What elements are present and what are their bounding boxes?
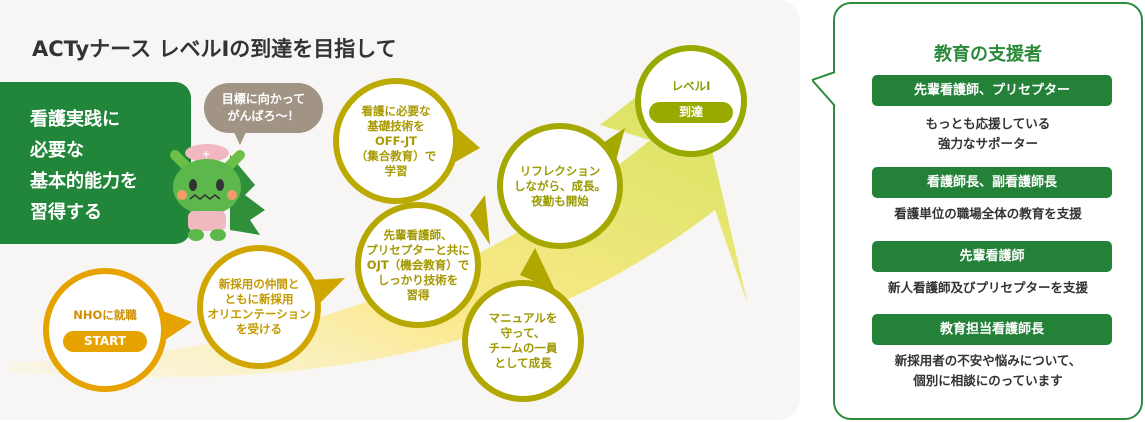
bubble-line: がんばろ～！ [227,109,300,123]
panel-speech-tail [812,72,836,107]
role-label: 先輩看護師、プリセプター [872,75,1112,106]
role-desc: もっとも応援している [925,116,1051,131]
goal-box: 看護実践に 必要な 基本的能力を 習得する [0,82,191,244]
step-text: リフレクション [519,163,601,178]
role-desc: 看護単位の職場全体の教育を支援 [894,206,1082,221]
step-text: プリセプターと共に [366,242,470,257]
step-text: 習得 [406,287,430,302]
step-text: 学習 [384,163,408,178]
goal-line: 必要な [30,140,84,161]
step-text: ともに新採用 [224,292,294,306]
mascot-speech-bubble: 目標に向かって がんばろ～！ [204,83,323,145]
step-text: マニュアルを [488,311,558,325]
step-text: として成長 [494,356,552,370]
step-text: 守って、 [500,326,546,340]
role-desc: 新採用者の不安や悩みについて、 [894,353,1082,368]
bubble-line: 目標に向かって [221,92,306,106]
goal-line: 習得する [30,202,102,223]
step-text: を受ける [236,322,282,336]
step-text: 新採用の仲間と [218,277,300,291]
goal-line: 基本的能力を [30,171,138,192]
step-start: NHOに就職 START [43,268,167,392]
supporters-panel: 教育の支援者 先輩看護師、プリセプター もっとも応援している強力なサポーター 看… [833,2,1143,420]
step-text: オリエンテーション [207,307,311,321]
role-desc: 個別に相談にのっています [913,373,1063,388]
step-text: NHOに就職 [73,308,137,322]
role-label: 看護師長、副看護師長 [872,167,1112,198]
step-text: 先輩看護師、 [383,227,453,242]
role-desc: 強力なサポーター [937,136,1038,151]
step-orientation: 新採用の仲間とともに新採用オリエンテーションを受ける [197,245,321,369]
step-text: レベルⅠ [671,79,711,93]
step-text: しっかり技術を [377,272,459,287]
role-label: 教育担当看護師長 [872,314,1112,345]
role-label: 先輩看護師 [872,241,1112,272]
step-text: しながら、成長。 [514,178,606,193]
step-reflection: リフレクションしながら、成長。夜勤も開始 [497,123,623,249]
step-text: 基礎技術を [367,118,425,133]
supporters-title: 教育の支援者 [934,44,1042,65]
step-text: OFF-JT [374,133,418,148]
svg-text:+: + [202,149,210,160]
page-title: ACTyナース レベルⅠの到達を目指して [32,37,397,61]
start-badge: START [63,331,147,352]
goal-line: 看護実践に [30,109,120,130]
step-level-achieved: レベルⅠ 到達 [635,45,747,157]
step-text: （集合教育）で [355,148,437,163]
mascot-nurse-dragon-icon: + [170,144,265,241]
step-text: チームの一員 [488,341,558,355]
achieved-badge: 到達 [649,102,733,123]
step-text: OJT（機会教育）で [366,257,470,272]
step-text: 夜勤も開始 [531,193,589,208]
step-team-member: マニュアルを守って、チームの一員として成長 [462,280,584,402]
role-desc: 新人看護師及びプリセプターを支援 [887,280,1088,295]
step-text: 看護に必要な [361,103,431,118]
